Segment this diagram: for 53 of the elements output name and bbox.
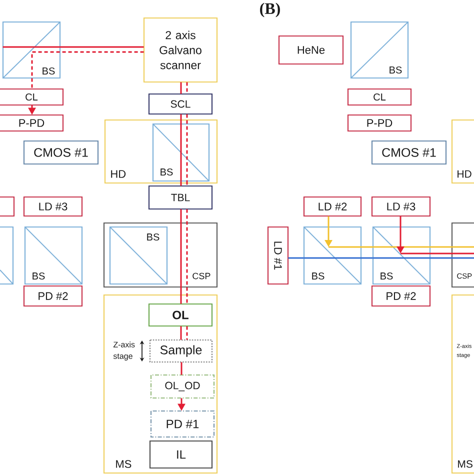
component-box: 2 axis Galvano scanner (143, 17, 218, 83)
beam-splitter-box: BS (372, 226, 431, 285)
component-box: OL_OD (150, 374, 215, 399)
beam-splitter-box: BS (350, 21, 409, 79)
component-box: CL (347, 88, 412, 106)
component-box: LD #2 (303, 196, 362, 217)
beam-line (400, 252, 474, 254)
beam-splitter-box (0, 226, 14, 285)
beam-line (186, 114, 188, 182)
component-box: TBL (148, 185, 213, 210)
beam-line (2, 46, 144, 48)
component-box: Sample (149, 339, 213, 363)
beam-line (304, 257, 373, 259)
beam-line (31, 51, 144, 78)
side-label: Z-axis stage (113, 342, 135, 360)
beam-line (180, 114, 182, 182)
component-box: PD #2 (23, 285, 83, 307)
component-box: LD #1 (267, 226, 289, 285)
component-box: CL (0, 88, 64, 106)
component-box: P-PD (347, 114, 412, 132)
beam-splitter-box: BS (152, 123, 210, 182)
beam-line (186, 209, 188, 304)
beam-line (180, 209, 182, 304)
beam-splitter-box: BS (109, 226, 168, 285)
component-box: PD #2 (371, 285, 431, 307)
component-box: OL (148, 303, 213, 327)
component-box: LD #3 (23, 196, 83, 217)
beam-line (180, 362, 182, 375)
beam-line (372, 257, 474, 259)
beam-line (186, 326, 188, 340)
beam-line (328, 246, 373, 248)
panel-label: (B) (260, 2, 280, 18)
beam-line (288, 257, 304, 259)
component-box: LD #3 (371, 196, 431, 217)
component-box: CMOS #1 (23, 140, 99, 165)
component-box: SCL (148, 93, 213, 115)
beam-line (180, 326, 182, 340)
component-box: P-PD (0, 114, 64, 132)
component-box: CMOS #1 (371, 140, 447, 165)
module-box: HD (451, 119, 474, 184)
beam-splitter-box: BS (24, 226, 83, 285)
component-box (0, 196, 15, 217)
component-box: PD #1 (150, 410, 215, 438)
component-box: IL (149, 440, 213, 469)
beam-line (180, 181, 182, 186)
component-box: HeNe (278, 35, 344, 65)
beam-line (180, 82, 182, 94)
beam-line (372, 246, 474, 248)
beam-line (186, 181, 188, 186)
beam-splitter-box: BS (303, 226, 362, 285)
beam-splitter-box: BS (2, 21, 61, 79)
beam-line (31, 78, 33, 89)
beam-line (186, 82, 188, 94)
